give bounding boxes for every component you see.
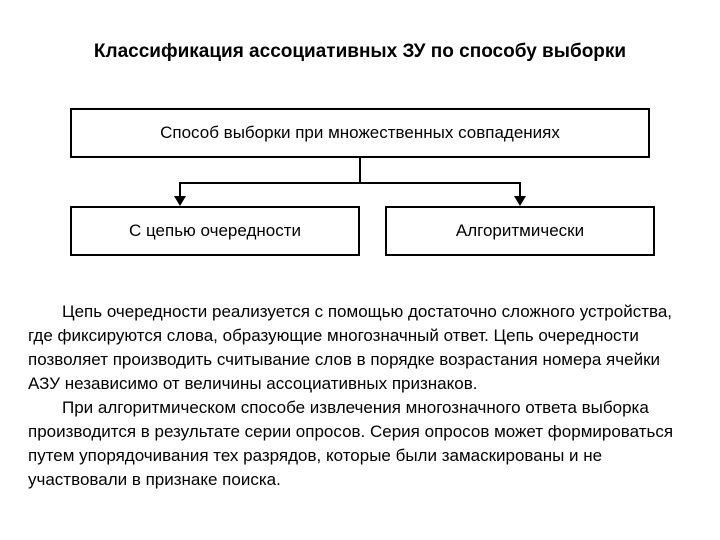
body-text: Цепь очередности реализуется с помощью д… — [28, 300, 694, 492]
classification-diagram: Способ выборки при множественных совпаде… — [70, 108, 655, 256]
paragraph-1: Цепь очередности реализуется с помощью д… — [28, 302, 673, 393]
connector-lines — [174, 158, 526, 206]
slide-title: Классификация ассоциативных ЗУ по способ… — [93, 41, 627, 62]
top-box: Способ выборки при множественных совпаде… — [70, 108, 650, 158]
right-box-label: Алгоритмически — [455, 221, 585, 240]
top-box-label: Способ выборки при множественных совпаде… — [160, 123, 560, 142]
paragraph-2: При алгоритмическом способе извлечения м… — [28, 398, 674, 489]
left-box-label: С цепью очередности — [128, 221, 301, 240]
left-arrow-icon — [174, 196, 186, 206]
right-box: Алгоритмически — [385, 206, 655, 256]
right-arrow-icon — [514, 196, 526, 206]
left-box: С цепью очередности — [70, 206, 360, 256]
